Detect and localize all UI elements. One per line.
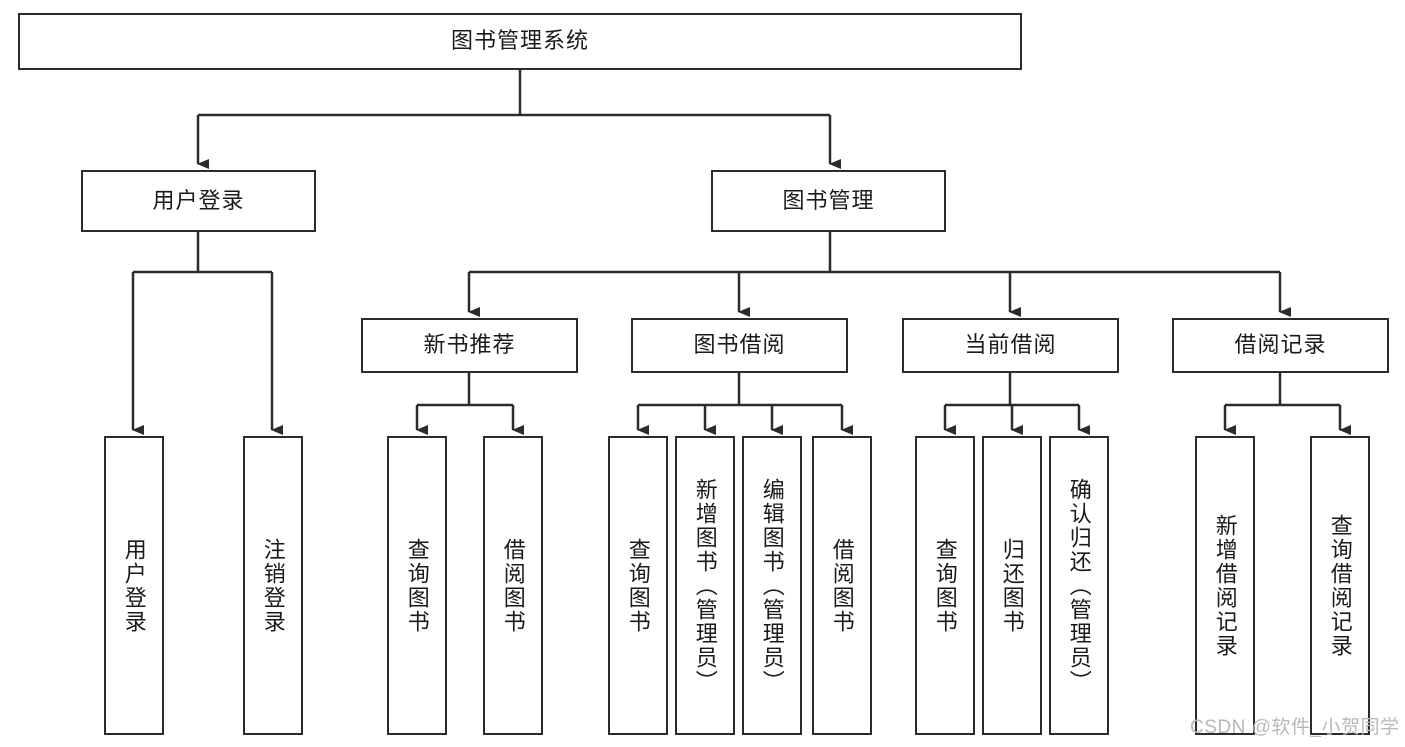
node-new-book-recommend[interactable]: 新书推荐 (361, 318, 578, 373)
csdn-watermark: CSDN @软件_小贺同学 (1190, 717, 1400, 738)
node-user-login[interactable]: 用户登录 (81, 170, 316, 232)
node-label: 确认归还（管理员） (1066, 477, 1092, 694)
node-label: 借阅图书 (500, 537, 526, 634)
node-label: 查询图书 (932, 537, 958, 634)
leaf-query-book-borrow[interactable]: 查询图书 (608, 436, 668, 735)
node-book-management[interactable]: 图书管理 (711, 170, 946, 232)
node-book-borrow[interactable]: 图书借阅 (631, 318, 848, 373)
node-label: 借阅记录 (1234, 332, 1327, 358)
node-label: 图书借阅 (693, 332, 786, 358)
node-label: 归还图书 (999, 537, 1025, 634)
leaf-add-book-admin[interactable]: 新增图书（管理员） (675, 436, 735, 735)
node-root-book-management-system[interactable]: 图书管理系统 (18, 13, 1022, 70)
leaf-query-book-current[interactable]: 查询图书 (915, 436, 975, 735)
leaf-return-book[interactable]: 归还图书 (982, 436, 1042, 735)
node-label: 查询借阅记录 (1327, 513, 1353, 658)
node-label: 用户登录 (152, 187, 245, 213)
leaf-edit-book-admin[interactable]: 编辑图书（管理员） (742, 436, 802, 735)
leaf-query-borrow-record[interactable]: 查询借阅记录 (1310, 436, 1370, 735)
leaf-logout[interactable]: 注销登录 (243, 436, 303, 735)
node-label: 借阅图书 (829, 537, 855, 634)
node-label: 新增图书（管理员） (692, 477, 718, 694)
leaf-add-borrow-record[interactable]: 新增借阅记录 (1195, 436, 1255, 735)
node-label: 注销登录 (260, 537, 286, 634)
leaf-confirm-return-admin[interactable]: 确认归还（管理员） (1049, 436, 1109, 735)
node-borrow-record[interactable]: 借阅记录 (1172, 318, 1389, 373)
node-label: 用户登录 (121, 537, 147, 634)
leaf-borrow-book-recommend[interactable]: 借阅图书 (483, 436, 543, 735)
node-label: 查询图书 (625, 537, 651, 634)
node-label: 编辑图书（管理员） (759, 477, 785, 694)
leaf-user-login[interactable]: 用户登录 (104, 436, 164, 735)
node-label: 当前借阅 (964, 332, 1057, 358)
node-label: 查询图书 (404, 537, 430, 634)
leaf-borrow-book[interactable]: 借阅图书 (812, 436, 872, 735)
node-label: 新书推荐 (423, 332, 516, 358)
node-label: 图书管理系统 (450, 28, 589, 54)
node-label: 新增借阅记录 (1212, 513, 1238, 658)
node-current-borrow[interactable]: 当前借阅 (902, 318, 1119, 373)
leaf-query-book-recommend[interactable]: 查询图书 (387, 436, 447, 735)
node-label: 图书管理 (782, 187, 875, 213)
